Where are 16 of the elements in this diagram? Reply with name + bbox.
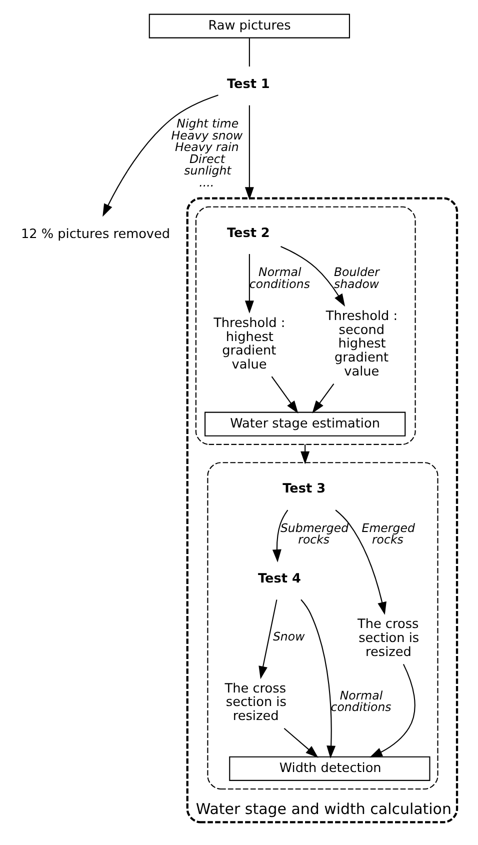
- edge-label: Normal conditions: [330, 688, 392, 714]
- node-text: Threshold : second highest gradient value: [326, 308, 398, 380]
- node-text: Threshold : highest gradient value: [214, 316, 286, 373]
- node-text: 12 % pictures removed: [20, 227, 170, 242]
- edge-label: Night time Heavy snow Heavy rain Direct sunlight ....: [171, 116, 243, 190]
- edge-label: Emerged rocks: [362, 520, 415, 547]
- node-text: Test 2: [226, 226, 270, 241]
- edge-label: Submerged rocks: [280, 520, 349, 547]
- edge-label: Snow: [272, 630, 305, 644]
- edge-label: Boulder shadow: [334, 265, 380, 291]
- node-text: Test 1: [226, 77, 270, 92]
- node-text: The cross section is resized: [224, 681, 286, 724]
- node-text: Test 4: [258, 572, 301, 587]
- node-text: Test 3: [282, 482, 326, 497]
- node-text: The cross section is resized: [358, 617, 420, 660]
- edge-label: Normal conditions: [249, 265, 310, 291]
